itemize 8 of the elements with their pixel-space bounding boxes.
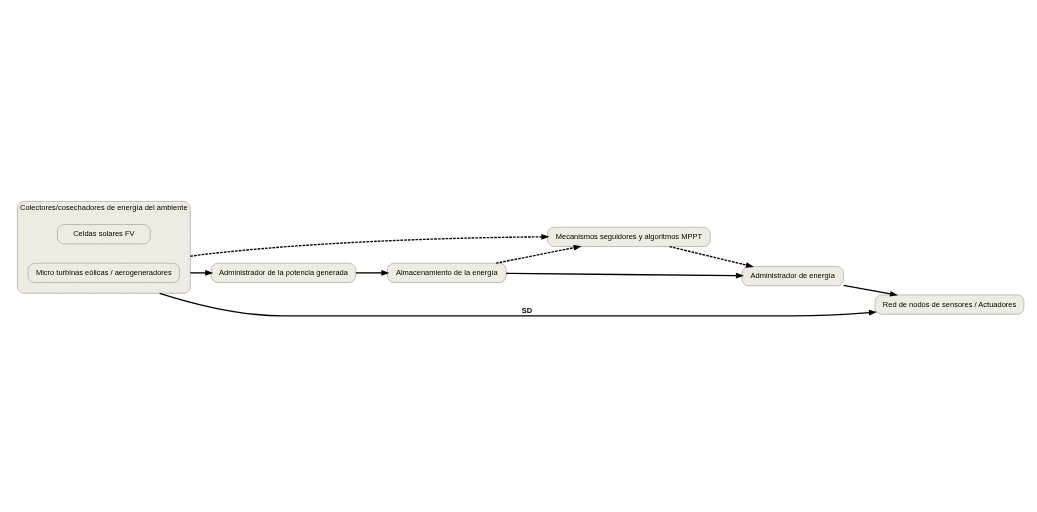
arrow bbox=[668, 245, 754, 268]
arrow bbox=[505, 272, 744, 278]
arrow bbox=[159, 292, 878, 317]
arrow bbox=[189, 269, 214, 276]
arrow bbox=[842, 284, 898, 297]
arrow bbox=[495, 244, 582, 264]
arrow bbox=[189, 233, 550, 257]
arrow bbox=[355, 269, 390, 276]
